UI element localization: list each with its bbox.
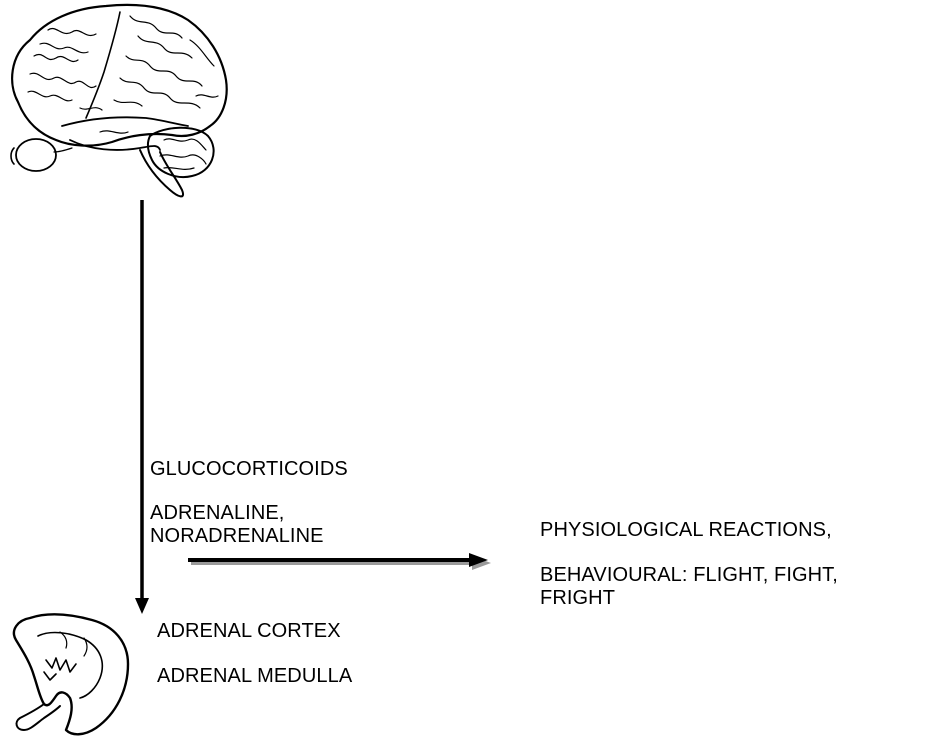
gland-outline <box>14 614 128 734</box>
rightward-arrow <box>188 553 491 570</box>
adrenal-gland-icon <box>0 610 140 738</box>
glucocorticoids-label: GLUCOCORTICOIDS <box>150 458 348 481</box>
adrenal-cortex-label: ADRENAL CORTEX <box>157 620 341 643</box>
behavioural-reactions-label: BEHAVIOURAL: FLIGHT, FIGHT, FRIGHT <box>540 564 838 610</box>
adrenal-medulla-label: ADRENAL MEDULLA <box>157 665 352 688</box>
adrenaline-noradrenaline-label: ADRENALINE, NORADRENALINE <box>150 502 324 548</box>
adrenal-vein <box>17 704 60 730</box>
downward-arrow <box>135 200 149 614</box>
physiological-reactions-label: PHYSIOLOGICAL REACTIONS, <box>540 519 832 542</box>
